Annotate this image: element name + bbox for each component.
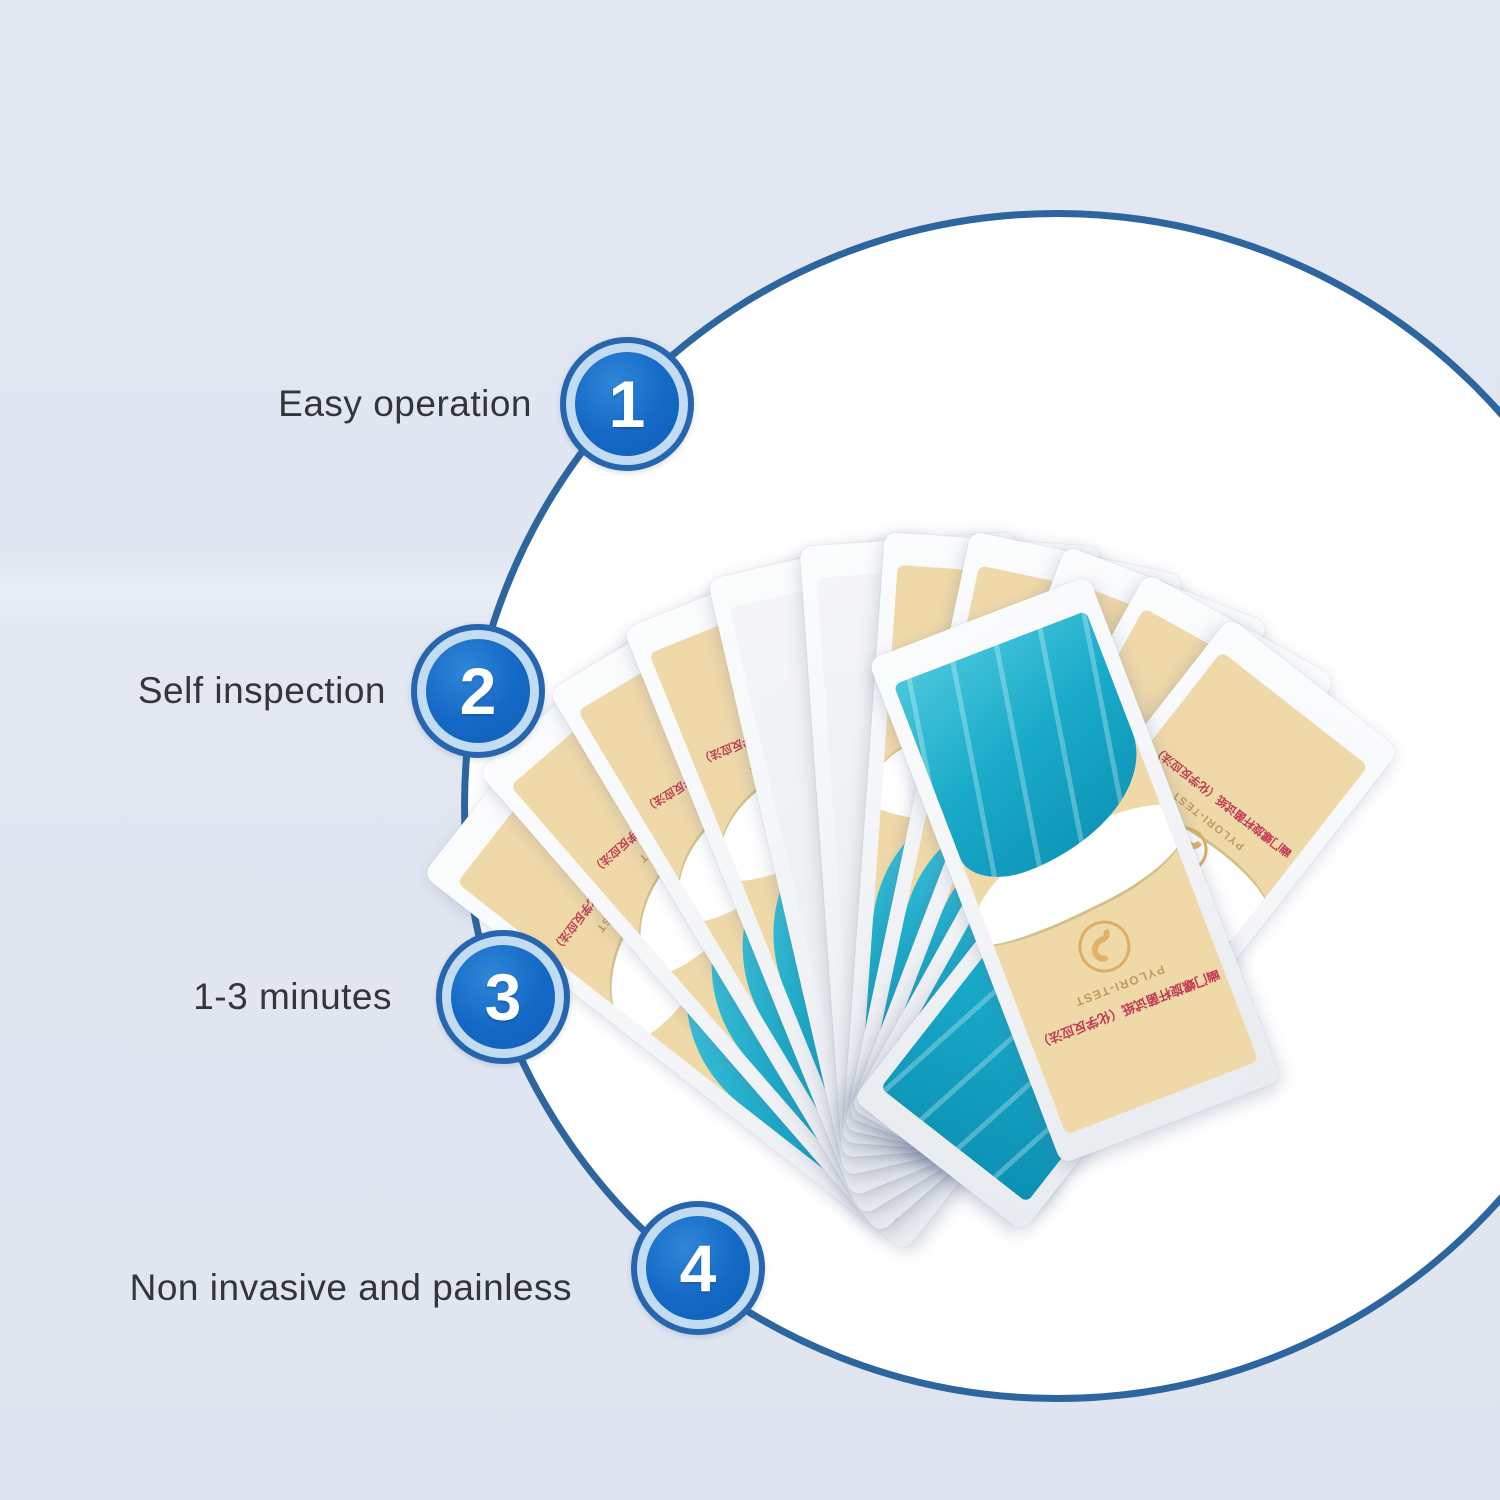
callout-badge-disc: 1 (575, 352, 679, 456)
callout-label-1: Easy operation (278, 383, 532, 424)
callout-number: 2 (459, 654, 497, 728)
callout-label-3: 1-3 minutes (193, 976, 392, 1017)
stomach-icon (1091, 928, 1110, 962)
callout-badge-disc: 4 (646, 1216, 750, 1320)
callout-badge-1: 1 (560, 337, 694, 471)
callout-badge-4: 4 (631, 1201, 765, 1335)
callout-badge-3: 3 (436, 930, 570, 1064)
callout-badge-2: 2 (411, 624, 545, 758)
callout-label-4: Non invasive and painless (129, 1267, 572, 1308)
callout-label-2: Self inspection (137, 670, 386, 711)
test-sachet: 幽门螺旋杆菌试纸（化学反应法）PYLORI-TEST (868, 575, 1282, 1165)
callout-number: 1 (608, 367, 646, 441)
pylori-logo (1070, 912, 1138, 981)
callout-badge-disc: 3 (451, 945, 555, 1049)
sachet-print-area: 幽门螺旋杆菌试纸（化学反应法）PYLORI-TEST (893, 610, 1259, 1135)
callout-number: 3 (484, 960, 522, 1034)
callout-badge-disc: 2 (426, 639, 530, 743)
sachet-label-zone: 幽门螺旋杆菌试纸（化学反应法）PYLORI-TEST (1003, 887, 1251, 1122)
callout-number: 4 (679, 1231, 717, 1305)
